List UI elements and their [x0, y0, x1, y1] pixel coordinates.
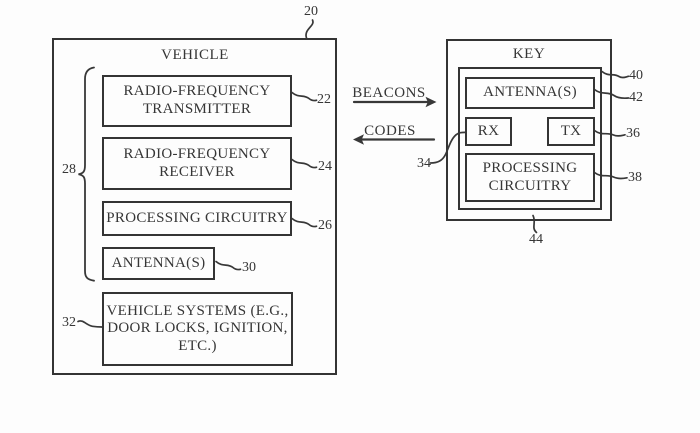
leader-44 [532, 214, 538, 234]
rf-transmitter-label-line1: RADIO-FREQUENCY [123, 83, 271, 100]
ref-38: 38 [628, 170, 642, 185]
rx-box: RX [465, 117, 512, 146]
leader-26 [291, 217, 318, 228]
vehicle-processing-circuitry-label: PROCESSING CIRCUITRY [106, 209, 288, 226]
beacons-arrowhead [425, 96, 437, 108]
leader-20 [305, 19, 314, 39]
vehicle-systems-box: VEHICLE SYSTEMS (E.G., DOOR LOCKS, IGNIT… [102, 292, 293, 366]
ref-34: 34 [417, 156, 431, 171]
vehicle-title: VEHICLE [161, 47, 229, 63]
vehicle-antennas-label: ANTENNA(S) [111, 254, 206, 271]
vehicle-systems-label-line1: VEHICLE SYSTEMS (E.G., [106, 302, 289, 319]
ref-42: 42 [629, 90, 643, 105]
leader-22 [291, 91, 318, 102]
beacons-label: BEACONS [352, 85, 426, 101]
tx-box: TX [547, 117, 595, 146]
key-processing-circuitry-label-line2: CIRCUITRY [488, 177, 572, 194]
leader-34 [429, 131, 467, 164]
ref-40: 40 [629, 68, 643, 83]
vehicle-box [52, 38, 337, 375]
brace-28 [78, 66, 95, 282]
key-inner-box [458, 67, 602, 210]
rx-label: RX [477, 122, 500, 139]
codes-arrowhead [353, 134, 364, 145]
rf-receiver-label-line1: RADIO-FREQUENCY [123, 145, 271, 162]
ref-28: 28 [62, 162, 76, 177]
ref-44: 44 [529, 232, 543, 247]
ref-22: 22 [317, 92, 331, 107]
vehicle-systems-label-line3: ETC.) [178, 337, 217, 354]
key-processing-circuitry-label-line1: PROCESSING [482, 159, 578, 176]
ref-24: 24 [318, 159, 332, 174]
leader-30 [215, 260, 242, 271]
vehicle-processing-circuitry-box: PROCESSING CIRCUITRY [102, 201, 292, 236]
codes-label: CODES [364, 123, 416, 139]
key-antennas-box: ANTENNA(S) [465, 77, 595, 109]
rf-transmitter-box: RADIO-FREQUENCY TRANSMITTER [102, 75, 292, 127]
leader-32 [77, 320, 103, 328]
ref-20: 20 [304, 4, 318, 19]
key-box [446, 39, 612, 221]
key-processing-circuitry-box: PROCESSING CIRCUITRY [465, 153, 595, 202]
key-title: KEY [512, 46, 546, 62]
key-antennas-label: ANTENNA(S) [483, 84, 577, 101]
vehicle-antennas-box: ANTENNA(S) [102, 247, 215, 280]
ref-32: 32 [62, 315, 76, 330]
ref-26: 26 [318, 218, 332, 233]
rf-receiver-box: RADIO-FREQUENCY RECEIVER [102, 137, 292, 190]
rf-transmitter-label-line2: TRANSMITTER [142, 101, 252, 117]
ref-36: 36 [626, 126, 640, 141]
rf-receiver-label-line2: RECEIVER [159, 163, 235, 180]
ref-30: 30 [242, 260, 256, 275]
vehicle-systems-label-line2: DOOR LOCKS, IGNITION, [107, 320, 288, 337]
leader-24 [291, 158, 318, 169]
leader-40 [601, 70, 630, 79]
tx-label: TX [560, 122, 582, 139]
